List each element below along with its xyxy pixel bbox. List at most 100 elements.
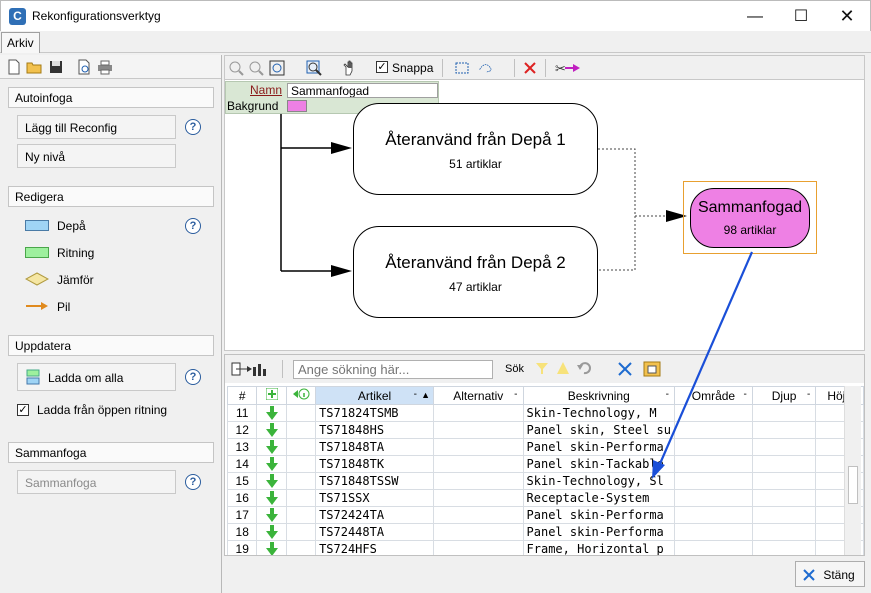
merged-node-shape[interactable]: Sammanfogad 98 artiklar [690, 188, 810, 248]
compare-diamond-icon[interactable] [25, 272, 49, 286]
row-add-cell[interactable] [256, 506, 287, 524]
cut-move-icon[interactable]: ✂ [555, 59, 581, 77]
zoom-fit-icon[interactable] [269, 60, 285, 76]
col-omrade[interactable]: Område- [674, 386, 753, 405]
row-number: 17 [226, 506, 258, 524]
delete-icon[interactable] [522, 60, 538, 76]
name-input[interactable] [287, 83, 438, 98]
row-info-cell[interactable] [285, 421, 317, 439]
reload-all-button[interactable]: Ladda om alla [17, 363, 176, 391]
row-add-cell[interactable] [256, 421, 287, 439]
depot2-title: Återanvänd från Depå 2 [385, 253, 566, 272]
uppdatera-header: Uppdatera [8, 335, 214, 356]
col-info[interactable] [285, 386, 317, 405]
help-icon[interactable]: ? [185, 218, 201, 234]
zoom-in-icon[interactable] [228, 60, 244, 76]
minimize-button[interactable]: — [747, 8, 763, 25]
merged-node[interactable]: Sammanfogad 98 artiklar [683, 181, 817, 254]
row-add-cell[interactable] [256, 489, 287, 507]
compare-legend-label: Jämför [57, 273, 94, 287]
row-add-cell[interactable] [256, 472, 287, 490]
depot1-node[interactable]: Återanvänd från Depå 1 51 artiklar [353, 103, 598, 195]
clear-filter-icon[interactable] [556, 361, 570, 375]
undo-icon[interactable] [576, 360, 592, 376]
down-arrow-icon [265, 491, 278, 505]
down-arrow-icon [265, 457, 278, 471]
row-info-cell[interactable] [285, 540, 317, 555]
open-folder-icon[interactable] [26, 59, 42, 75]
save-icon[interactable] [48, 59, 64, 75]
clear-search-icon[interactable] [617, 361, 633, 377]
row-add-cell[interactable] [256, 455, 287, 473]
row-beskrivning: Panel skin-Performa [522, 438, 676, 456]
menu-arkiv[interactable]: Arkiv [1, 32, 40, 53]
row-add-cell[interactable] [256, 540, 287, 555]
add-reconfig-button[interactable]: Lägg till Reconfig [17, 115, 176, 139]
row-info-cell[interactable] [285, 472, 317, 490]
drawing-legend-swatch[interactable] [25, 247, 49, 258]
select-lasso-icon[interactable] [478, 60, 494, 76]
maximize-button[interactable]: ☐ [793, 8, 809, 25]
load-open-checkbox[interactable]: ✓ [17, 404, 29, 416]
depot1-title: Återanvänd från Depå 1 [385, 130, 566, 149]
col-djup[interactable]: Djup- [751, 386, 817, 405]
down-arrow-icon [265, 406, 278, 420]
new-level-button[interactable]: Ny nivå [17, 144, 176, 168]
row-info-cell[interactable] [285, 489, 317, 507]
export-icon[interactable] [231, 361, 271, 377]
scroll-thumb[interactable] [848, 466, 858, 504]
col-alternativ[interactable]: Alternativ- [433, 386, 524, 405]
print-icon[interactable] [97, 59, 113, 75]
row-info-cell[interactable] [285, 455, 317, 473]
diagram-canvas[interactable]: ✓ Snappa ✂ Namn Bakgrund Återanvänd från… [224, 55, 865, 351]
snap-checkbox[interactable]: ✓ [376, 61, 388, 73]
depot2-node[interactable]: Återanvänd från Depå 2 47 artiklar [353, 226, 598, 318]
help-icon[interactable]: ? [185, 119, 201, 135]
row-add-cell[interactable] [256, 438, 287, 456]
row-add-cell[interactable] [256, 523, 287, 541]
zoom-icon[interactable] [306, 60, 322, 76]
select-rect-icon[interactable] [454, 60, 470, 76]
help-icon[interactable]: ? [185, 474, 201, 490]
col-artikel[interactable]: Artikel-▲ [315, 386, 435, 405]
col-add[interactable] [256, 386, 287, 405]
filter-icon[interactable] [535, 361, 549, 375]
row-number: 18 [226, 523, 258, 541]
merge-button[interactable]: Sammanfoga [17, 470, 176, 494]
row-djup [751, 489, 817, 507]
col-number[interactable]: # [226, 386, 258, 405]
row-info-cell[interactable] [285, 404, 317, 422]
col-beskrivning[interactable]: Beskrivning- [522, 386, 676, 405]
article-grid-panel: Sök # Artikel-▲ Alternativ- Beskrivning-… [224, 354, 865, 556]
close-window-button[interactable]: ✕ [839, 6, 855, 26]
toolbar-separator [442, 59, 443, 77]
pan-hand-icon[interactable] [342, 60, 358, 76]
row-info-cell[interactable] [285, 438, 317, 456]
settings-folder-icon[interactable] [643, 360, 661, 377]
vertical-scrollbar[interactable] [844, 386, 861, 555]
col-artikel-label: Artikel [357, 388, 392, 403]
row-info-cell[interactable] [285, 523, 317, 541]
row-alternativ [433, 421, 524, 439]
print-preview-icon[interactable] [76, 59, 92, 75]
row-add-cell[interactable] [256, 404, 287, 422]
row-number: 16 [226, 489, 258, 507]
depot-legend-swatch[interactable] [25, 220, 49, 231]
new-file-icon[interactable] [6, 59, 22, 75]
help-icon[interactable]: ? [185, 369, 201, 385]
search-input[interactable] [293, 360, 493, 379]
row-info-cell[interactable] [285, 506, 317, 524]
background-color-swatch[interactable] [287, 100, 307, 112]
arrow-legend-icon[interactable] [25, 301, 49, 311]
zoom-out-icon[interactable] [248, 60, 264, 76]
close-dialog-button[interactable]: Stäng [795, 561, 865, 587]
